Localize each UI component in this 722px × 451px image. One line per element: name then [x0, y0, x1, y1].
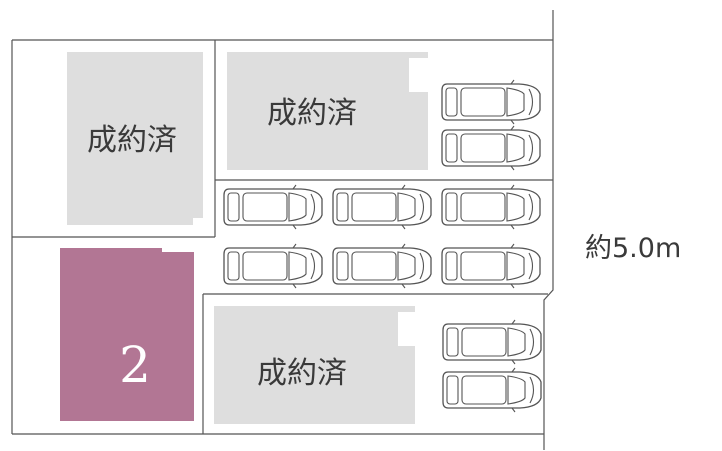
lot-sold-upper-left: 成約済 [67, 52, 203, 225]
car-icon [223, 243, 323, 289]
lot-sold-upper-left-area [67, 52, 203, 225]
lot-2-number[interactable]: 2 [119, 336, 151, 394]
boundary-lines [11, 10, 554, 450]
lot-sold-upper-middle-label: 成約済 [267, 96, 357, 131]
parking-cars [223, 79, 542, 413]
lot-sold-upper-middle: 成約済 [227, 52, 428, 170]
car-icon [441, 125, 541, 171]
car-icon [332, 243, 432, 289]
car-icon [442, 367, 542, 413]
car-icon [442, 319, 542, 365]
east-boundary [543, 10, 554, 450]
dimension-label: 約5.0m [585, 233, 681, 264]
car-icon [441, 243, 541, 289]
car-icon [223, 184, 323, 230]
lot-2[interactable]: 2 [60, 248, 194, 421]
lot-2-area[interactable] [60, 248, 194, 421]
lot-sold-upper-left-label: 成約済 [87, 123, 177, 158]
lot-sold-upper-middle-area [227, 52, 428, 170]
lot-sold-lower-middle: 成約済 [214, 306, 415, 424]
car-icon [441, 79, 541, 125]
lot-sold-lower-middle-label: 成約済 [257, 356, 347, 391]
lot-sold-lower-middle-area [214, 306, 415, 424]
car-icon [332, 184, 432, 230]
car-icon [441, 184, 541, 230]
